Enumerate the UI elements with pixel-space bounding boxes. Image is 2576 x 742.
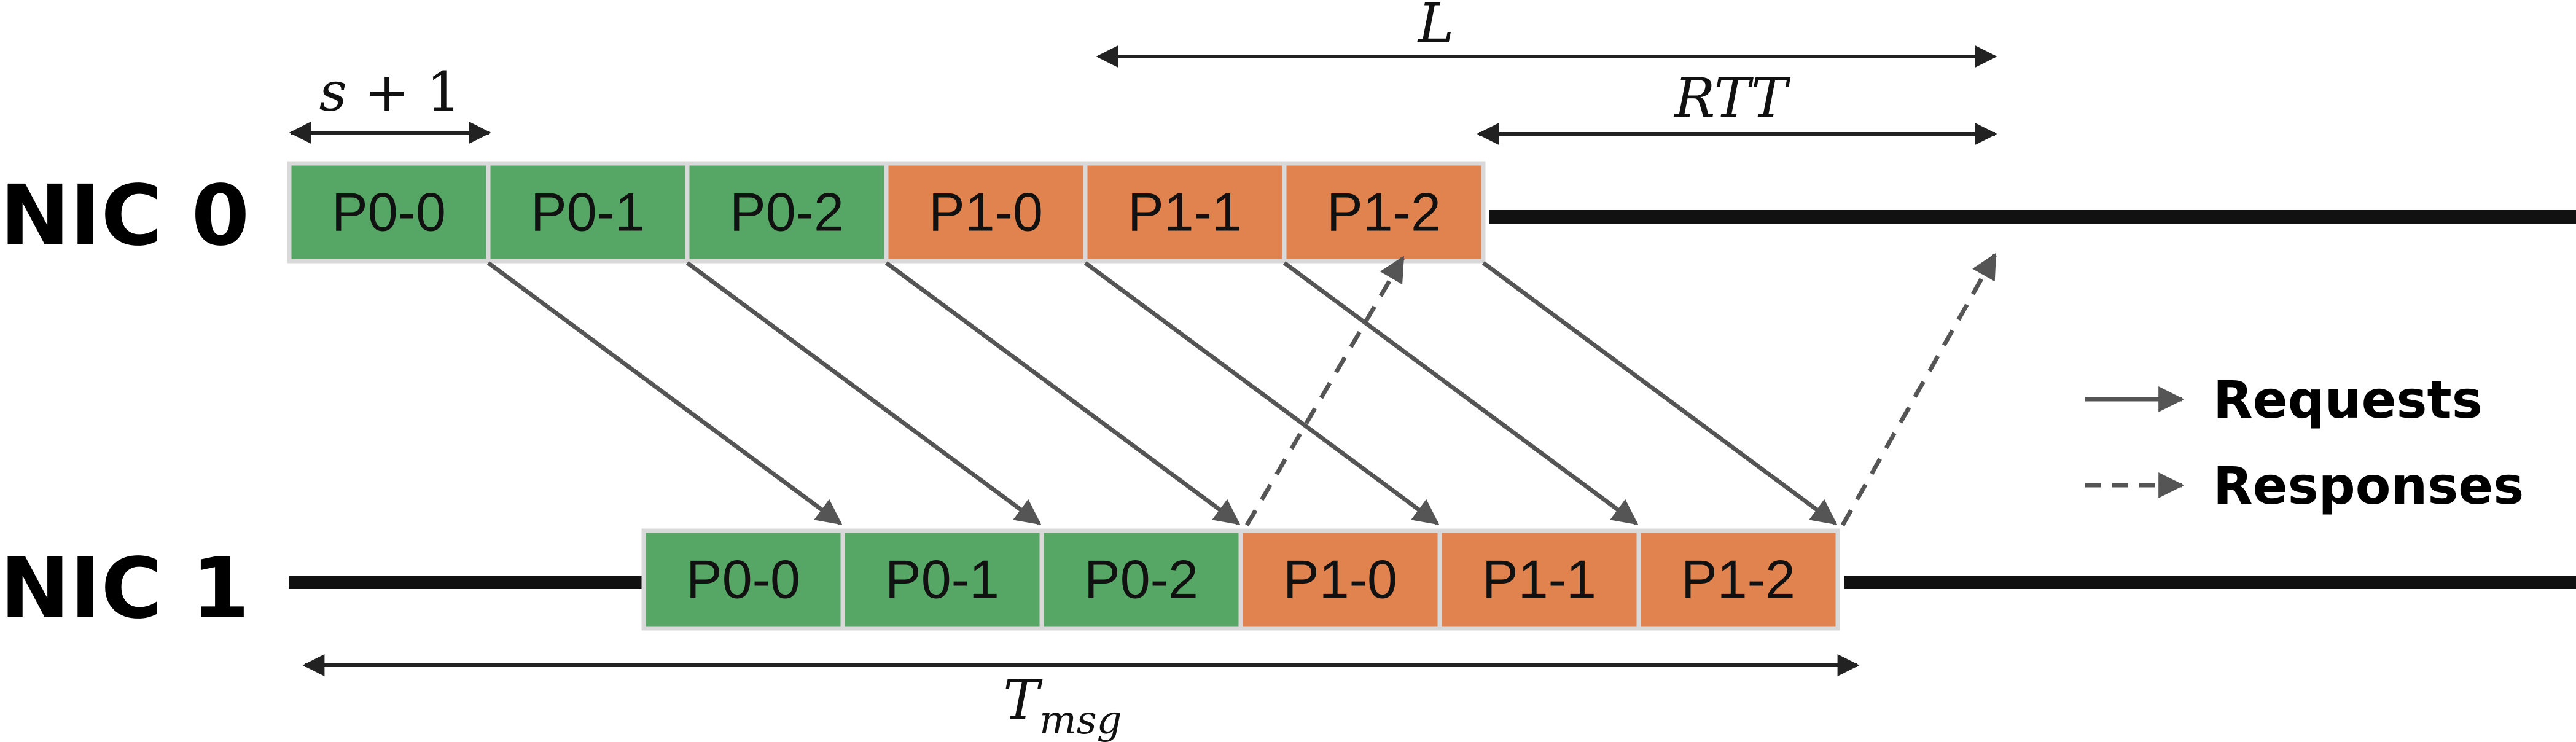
request-arrow-p0-1 (685, 261, 1042, 525)
nic0-packet-p0-2-box (685, 161, 889, 264)
segment-dimension-label: s + 1 (319, 60, 461, 123)
request-arrow-p1-2 (1481, 261, 1838, 525)
nic1-packet-p1-2-box (1636, 528, 1840, 631)
request-arrow-p1-0 (1083, 261, 1440, 525)
legend-requests-label: Requests (2213, 370, 2483, 430)
nic0-packet-p0-1-label: P0-1 (531, 182, 645, 243)
nic1-packet-p1-1-label: P1-1 (1482, 549, 1596, 610)
nic1-packet-p1-2-label: P1-2 (1681, 549, 1795, 610)
legend-responses-label: Responses (2213, 456, 2524, 516)
nic1-packet-p1-0-box (1238, 528, 1442, 631)
request-arrow-p0-0 (486, 261, 843, 525)
request-arrow-p1-1 (1282, 261, 1639, 525)
nic0-label: NIC 0 (0, 168, 249, 265)
nic0-packet-p1-1-label: P1-1 (1128, 182, 1242, 243)
nic1-packet-p0-0-label: P0-0 (686, 549, 800, 610)
nic0-packet-p0-1-box (486, 161, 690, 264)
nic0-packets: P0-0 P0-1 P0-2 P1-0 P1-1 P1-2 (287, 161, 1486, 264)
rtt-dimension-label: RTT (1673, 66, 1791, 130)
nic0-packet-p0-0-label: P0-0 (332, 182, 446, 243)
legend: Requests Responses (2085, 370, 2524, 516)
nic0-packet-p1-1-box (1083, 161, 1287, 264)
nic1-packet-p0-2-label: P0-2 (1084, 549, 1198, 610)
latency-dimension-label: L (1417, 0, 1454, 55)
nic0-packet-p0-0-box (287, 161, 491, 264)
tmsg-dimension-label: Tmsg (1003, 668, 1122, 742)
nic1-packet-p1-0-label: P1-0 (1283, 549, 1397, 610)
nic0-packet-p1-0-label: P1-0 (929, 182, 1043, 243)
nic1-packet-p1-1-box (1437, 528, 1641, 631)
nic0-packet-p1-0-box (884, 161, 1088, 264)
response-arrow-p0 (1244, 256, 1405, 526)
nic1-packet-p0-2-box (1039, 528, 1243, 631)
nic0-packet-p0-2-label: P0-2 (730, 182, 844, 243)
nic0-packet-p1-2-label: P1-2 (1327, 182, 1441, 243)
nic1-packets: P0-0 P0-1 P0-2 P1-0 P1-1 P1-2 (641, 528, 1840, 631)
nic1-packet-p0-1-box (840, 528, 1044, 631)
request-arrow-p0-2 (884, 261, 1241, 525)
nic1-packet-p0-1-label: P0-1 (885, 549, 999, 610)
message-arrows (486, 252, 1997, 526)
nic1-label: NIC 1 (0, 541, 249, 638)
response-arrow-p1 (1840, 252, 1997, 526)
